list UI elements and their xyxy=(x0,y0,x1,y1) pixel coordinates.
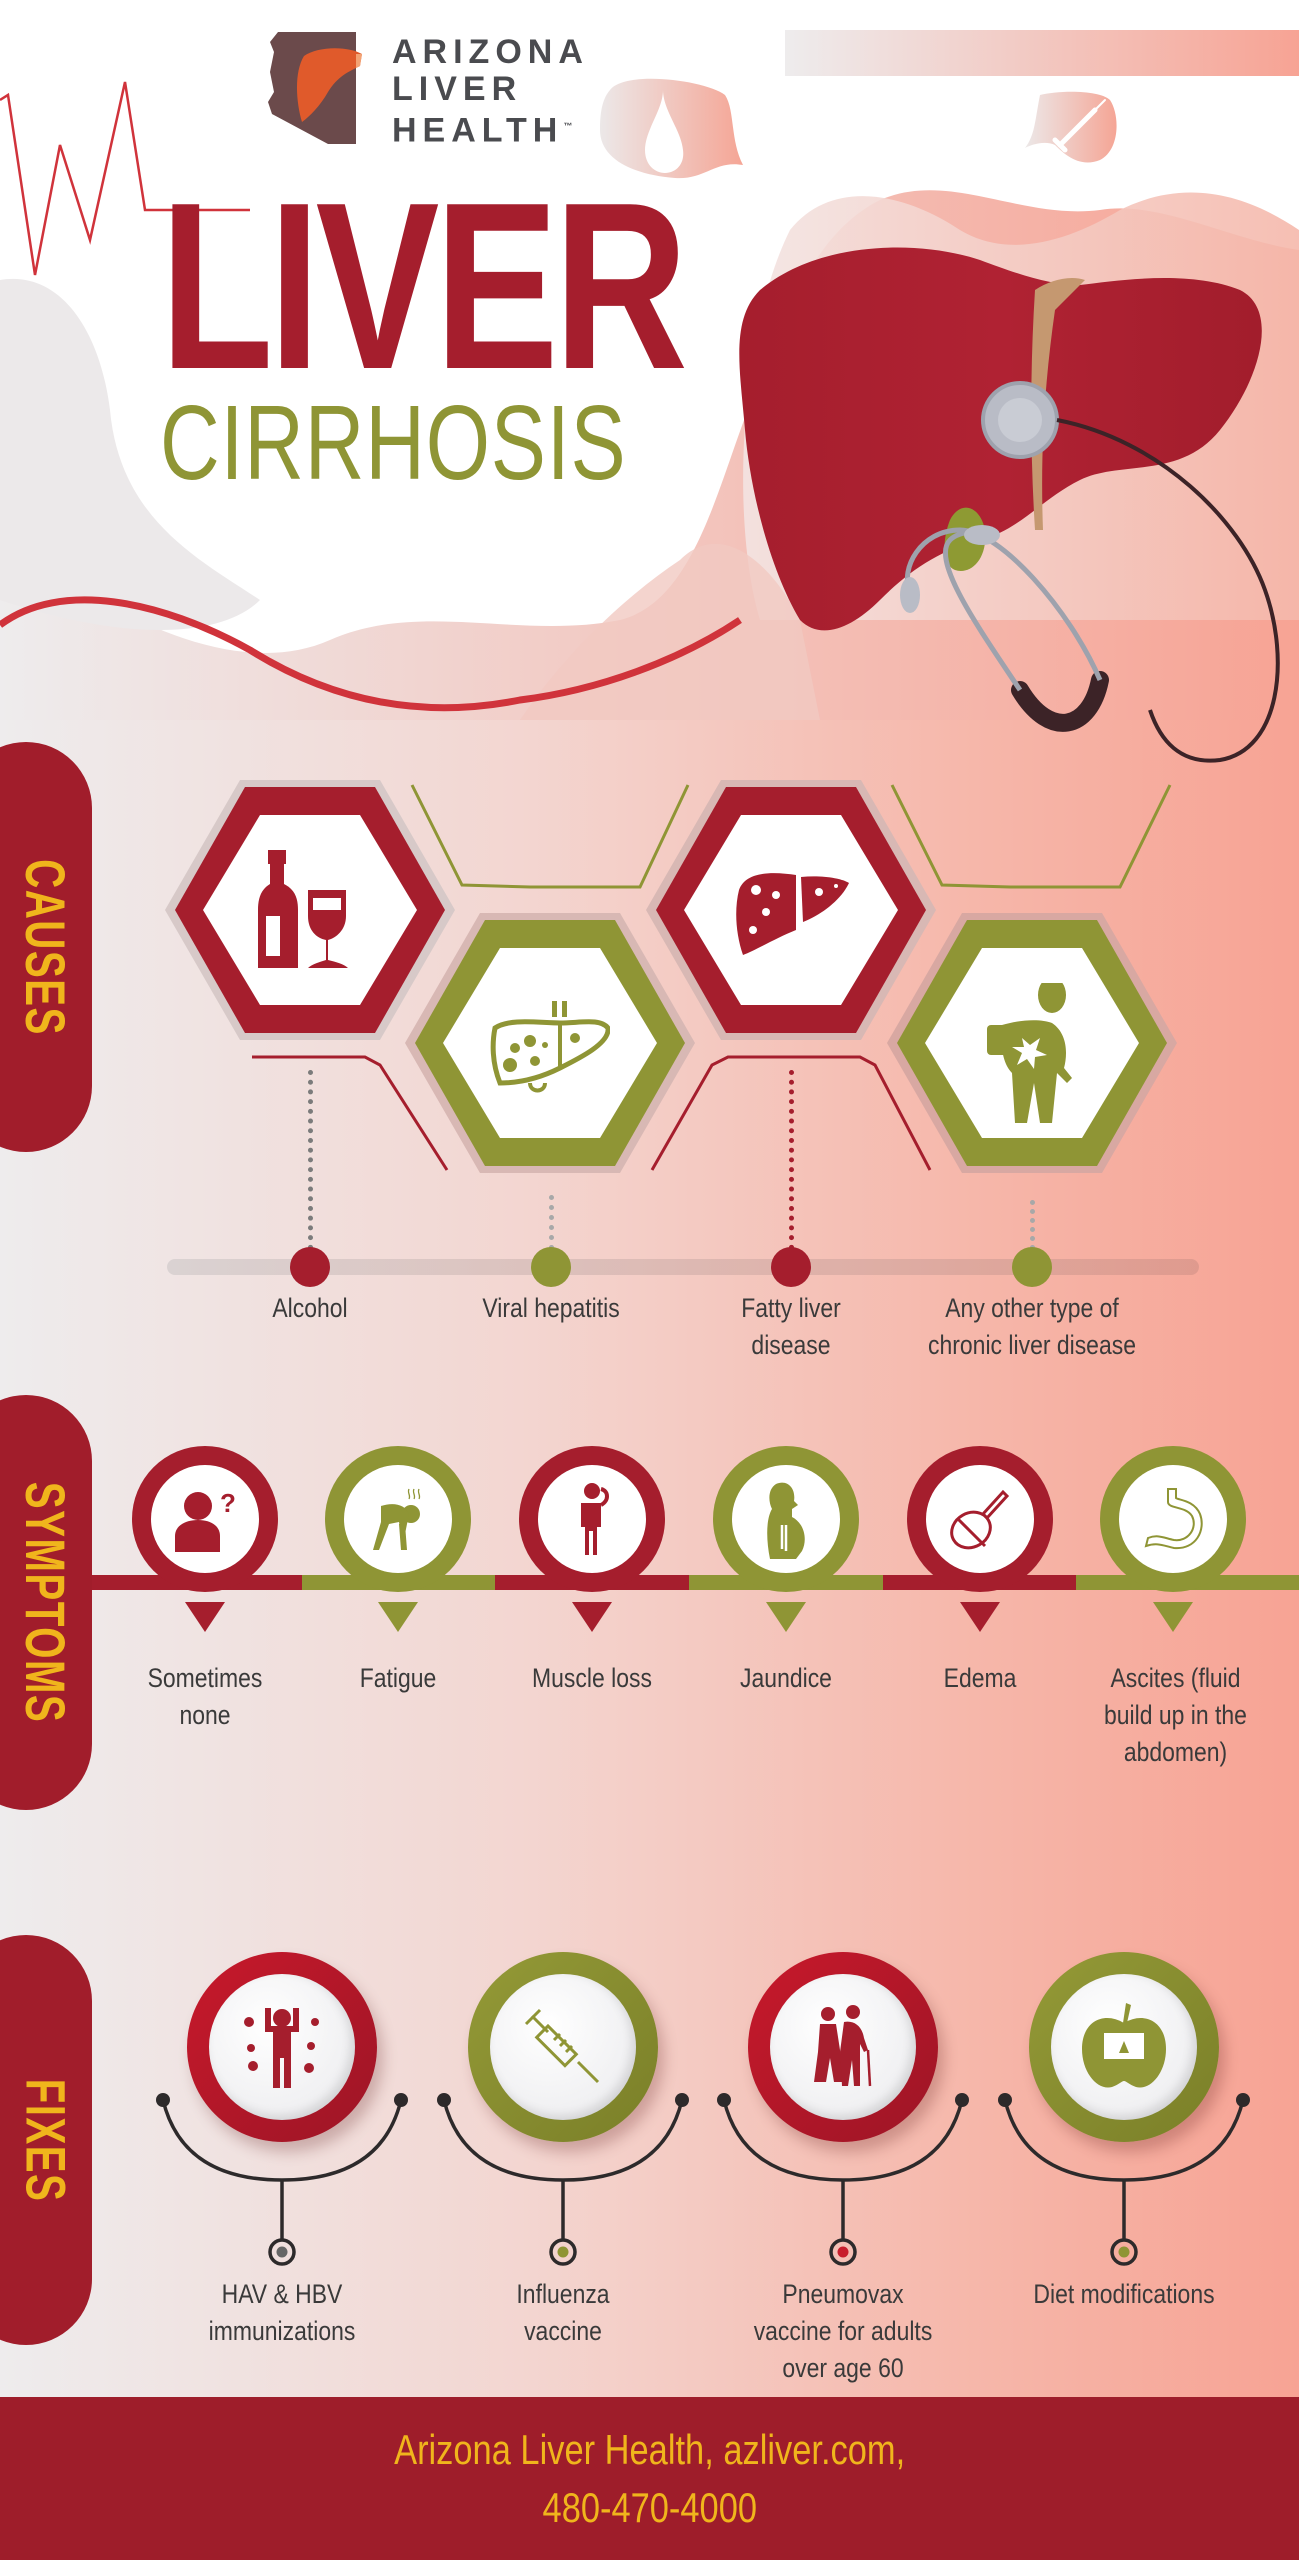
symptom-pointer-1 xyxy=(185,1602,225,1632)
trademark: ™ xyxy=(563,121,573,131)
hex-connector-lines xyxy=(252,784,1172,1171)
wine-bottle-glass-icon xyxy=(250,850,370,970)
syringe-bubble xyxy=(1020,90,1125,170)
title-liver: LIVER xyxy=(160,154,688,419)
liver-stethoscope-illustration xyxy=(720,230,1299,770)
apple-scale-icon xyxy=(1082,2003,1166,2088)
cause-stem-2 xyxy=(549,1195,554,1250)
section-tab-fixes: FIXES xyxy=(0,1935,92,2345)
stomach-icon xyxy=(1144,1488,1203,1550)
fix-label-pneumovax: Pneumovax vaccine for adults over age 60 xyxy=(753,2279,933,2383)
tired-person-icon xyxy=(373,1488,421,1550)
symptom-pointer-2 xyxy=(378,1602,418,1632)
logo-line-2: LIVER xyxy=(392,70,523,108)
symptom-circle-muscle-loss xyxy=(519,1446,665,1592)
footer-line-1[interactable]: Arizona Liver Health, azliver.com, xyxy=(393,2425,906,2473)
cause-dot-3 xyxy=(771,1247,811,1287)
symptom-label-sometimes-none: Sometimes none xyxy=(147,1663,263,1730)
cause-dot-1 xyxy=(290,1247,330,1287)
logo-line-3: HEALTH™ xyxy=(392,108,589,149)
fatty-liver-icon xyxy=(731,850,851,970)
brand-logo-text: ARIZONA LIVER HEALTH™ xyxy=(392,34,589,149)
cause-label-viral-hepatitis: Viral hepatitis xyxy=(482,1293,620,1323)
syringe-icon xyxy=(524,2008,600,2084)
blood-drop-icon xyxy=(645,90,684,173)
cause-stem-3 xyxy=(789,1070,794,1250)
symptom-label-edema: Edema xyxy=(943,1663,1017,1693)
symptom-circle-edema xyxy=(907,1446,1053,1592)
cause-label-fatty-liver: Fatty liver disease xyxy=(741,1293,841,1360)
section-label-symptoms: SYMPTOMS xyxy=(14,1481,78,1724)
immune-person-icon xyxy=(244,2008,319,2088)
heartbeat-line xyxy=(0,81,250,276)
symptom-pointer-6 xyxy=(1153,1602,1193,1632)
symptom-pointer-3 xyxy=(572,1602,612,1632)
cause-stem-4 xyxy=(1030,1200,1035,1250)
cause-stem-1 xyxy=(308,1070,313,1250)
svg-text:?: ? xyxy=(220,1488,236,1518)
cause-hexagon-fatty-liver xyxy=(641,775,941,1045)
syringe-icon xyxy=(1052,99,1106,153)
cause-hexagon-viral-hepatitis xyxy=(400,908,700,1178)
symptom-label-muscle-loss: Muscle loss xyxy=(532,1663,652,1693)
weak-person-icon xyxy=(581,1483,609,1555)
footer-contact: Arizona Liver Health, azliver.com, 480-4… xyxy=(0,2397,1299,2560)
person-abdominal-pain-icon xyxy=(972,983,1092,1123)
cause-label-alcohol: Alcohol xyxy=(272,1293,348,1323)
cause-label-chronic-disease: Any other type of chronic liver disease xyxy=(928,1293,1136,1360)
fix-circle-pneumovax xyxy=(748,1952,938,2142)
symptom-label-ascites: Ascites (fluid build up in the abdomen) xyxy=(1104,1663,1247,1767)
jaundice-body-icon xyxy=(767,1482,805,1559)
cause-dot-2 xyxy=(531,1247,571,1287)
symptom-label-jaundice: Jaundice xyxy=(740,1663,832,1693)
decorative-top-bar xyxy=(785,30,1299,76)
footer-phone[interactable]: 480-470-4000 xyxy=(542,2483,757,2531)
fix-label-hav-hbv: HAV & HBV immunizations xyxy=(208,2279,356,2346)
causes-timeline-track xyxy=(167,1259,1199,1275)
symptom-pointer-4 xyxy=(766,1602,806,1632)
title-cirrhosis: CIRRHOSIS xyxy=(160,384,627,502)
person-question-icon: ? xyxy=(175,1488,236,1552)
elderly-couple-icon xyxy=(814,2005,872,2087)
fix-label-diet: Diet modifications xyxy=(1033,2279,1215,2309)
section-tab-symptoms: SYMPTOMS xyxy=(0,1395,92,1810)
swelling-bulb-icon xyxy=(950,1489,1010,1550)
fix-circle-influenza xyxy=(468,1952,658,2142)
logo-line-1: ARIZONA xyxy=(392,33,589,71)
fix-circle-hav-hbv xyxy=(187,1952,377,2142)
symptom-circle-jaundice xyxy=(713,1446,859,1592)
fixes-connector-arcs xyxy=(156,2093,1250,2266)
cause-dot-4 xyxy=(1012,1247,1052,1287)
symptom-circle-ascites xyxy=(1100,1446,1246,1592)
cause-hexagon-chronic-disease xyxy=(882,908,1182,1178)
symptom-label-fatigue: Fatigue xyxy=(359,1663,437,1693)
fix-circle-diet xyxy=(1029,1952,1219,2142)
section-tab-causes: CAUSES xyxy=(0,742,92,1152)
symptom-circle-fatigue xyxy=(325,1446,471,1592)
fix-label-influenza: Influenza vaccine xyxy=(516,2279,610,2346)
arizona-liver-logo-icon xyxy=(268,32,362,144)
symptom-pointer-5 xyxy=(960,1602,1000,1632)
logo-line-3-text: HEALTH xyxy=(392,111,564,150)
symptom-circle-sometimes-none: ? xyxy=(132,1446,278,1592)
cause-hexagon-alcohol xyxy=(160,775,460,1045)
blood-drop-bubble xyxy=(595,70,750,185)
infected-liver-icon xyxy=(490,983,610,1103)
